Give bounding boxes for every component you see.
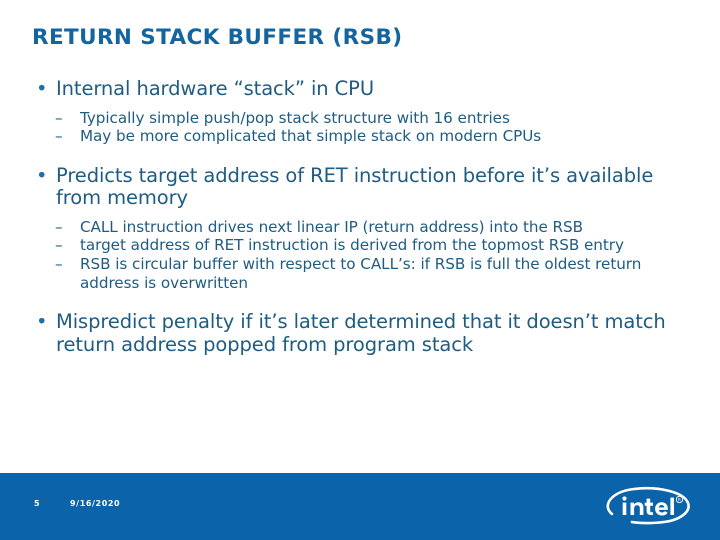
page-title: RETURN STACK BUFFER (RSB) — [32, 25, 403, 50]
slide-number: 5 — [34, 499, 40, 508]
dash-marker-icon: – — [55, 127, 63, 146]
bullet-level2-text: target address of RET instruction is der… — [80, 236, 624, 255]
bullet-level2: – RSB is circular buffer with respect to… — [0, 255, 720, 292]
bullet-level2: – CALL instruction drives next linear IP… — [0, 218, 720, 237]
bullet-marker-icon: • — [36, 310, 48, 334]
bullet-level1-text: Internal hardware “stack” in CPU — [56, 77, 374, 100]
slide-body: • Internal hardware “stack” in CPU – Typ… — [0, 77, 720, 470]
spacer — [0, 210, 720, 218]
bullet-level2-text: May be more complicated that simple stac… — [80, 127, 542, 146]
footer-date: 9/16/2020 — [70, 499, 121, 508]
spacer — [0, 146, 720, 165]
bullet-level1-text: Mispredict penalty if it’s later determi… — [56, 310, 666, 356]
bullet-level2: – Typically simple push/pop stack struct… — [0, 109, 720, 128]
spacer — [0, 292, 720, 311]
bullet-level2-text: Typically simple push/pop stack structur… — [80, 108, 510, 127]
bullet-marker-icon: • — [36, 163, 48, 187]
spacer — [0, 101, 720, 109]
bullet-level1: • Mispredict penalty if it’s later deter… — [0, 310, 720, 356]
bullet-level2-text: RSB is circular buffer with respect to C… — [80, 255, 642, 292]
bullet-level2: – target address of RET instruction is d… — [0, 236, 720, 255]
bullet-marker-icon: • — [36, 77, 48, 100]
dash-marker-icon: – — [55, 217, 63, 236]
svg-text:R: R — [678, 497, 681, 502]
sub-bullet-list: – Typically simple push/pop stack struct… — [0, 109, 720, 146]
dash-marker-icon: – — [55, 108, 63, 127]
dash-marker-icon: – — [55, 255, 63, 274]
bullet-level2-text: CALL instruction drives next linear IP (… — [80, 217, 583, 236]
intel-logo: R — [600, 484, 694, 530]
bullet-level2: – May be more complicated that simple st… — [0, 127, 720, 146]
bullet-level1: • Internal hardware “stack” in CPU — [0, 77, 720, 101]
bullet-level1: • Predicts target address of RET instruc… — [0, 163, 720, 210]
bullet-level1-text: Predicts target address of RET instructi… — [56, 163, 654, 210]
dash-marker-icon: – — [55, 236, 63, 255]
footer-bar — [0, 473, 720, 540]
sub-bullet-list: – CALL instruction drives next linear IP… — [0, 218, 720, 292]
